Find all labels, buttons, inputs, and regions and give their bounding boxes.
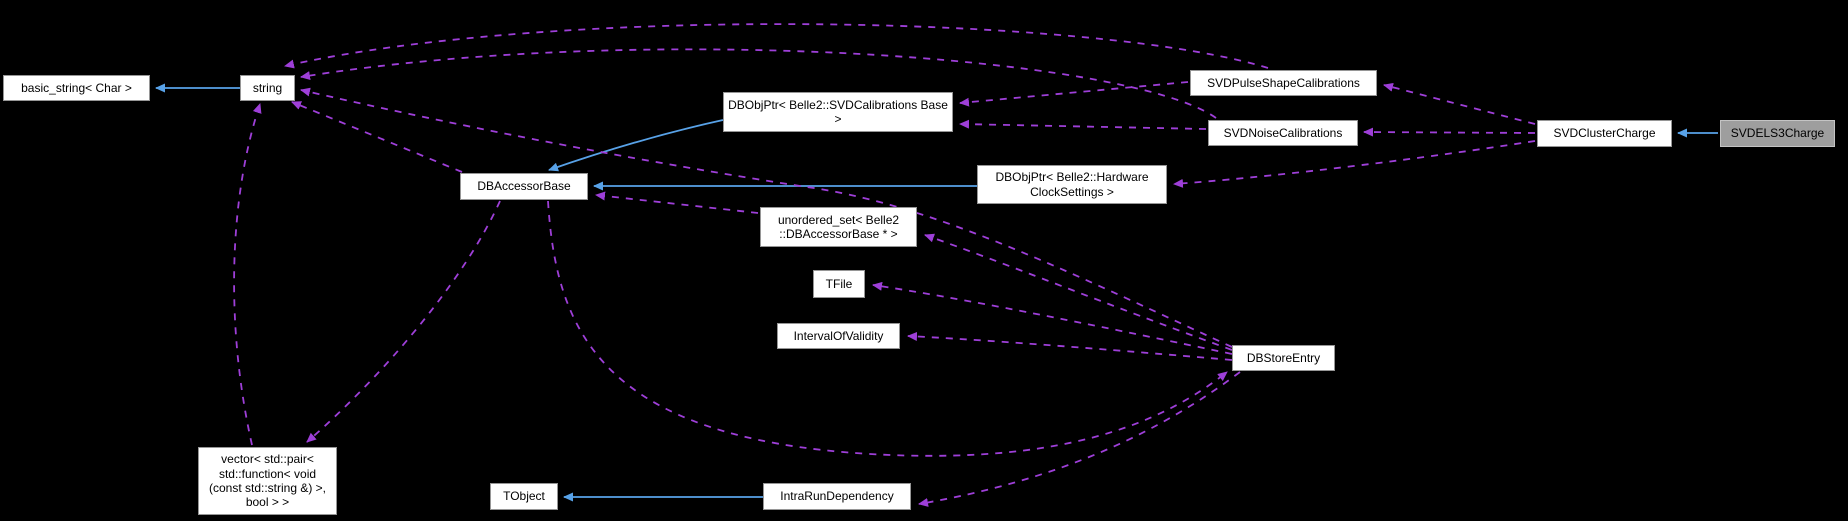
edge-dbstoreentry-to-string (300, 87, 1233, 348)
edge-dbstoreentry-to-intervalofvalidity (907, 331, 1233, 361)
edge-svdclustercharge-to-svdpulseshapecal (1383, 82, 1536, 125)
node-dbobjptr-hardwareclocksettings[interactable]: DBObjPtr< Belle2::Hardware ClockSettings… (977, 165, 1167, 204)
node-intervalofvalidity[interactable]: IntervalOfValidity (777, 323, 900, 349)
node-vector-callbacks[interactable]: vector< std::pair< std::function< void (… (198, 447, 337, 515)
edge-svdclustercharge-to-dbobjptr-hwclock (1173, 140, 1536, 188)
node-tfile[interactable]: TFile (813, 270, 865, 298)
node-string[interactable]: string (240, 75, 295, 101)
edge-svdclustercharge-to-svdnoisecal (1363, 127, 1536, 137)
edge-unordered-set-to-dbaccessorbase (595, 191, 759, 214)
edge-dbobjptr-svdcal-to-dbaccessorbase (548, 119, 724, 172)
edge-svdnoisecal-to-dbobjptr-svdcal (959, 119, 1207, 130)
node-svdels3charge-current: SVDELS3Charge (1720, 120, 1835, 147)
edge-dbstoreentry-to-intrarundependency (918, 371, 1241, 507)
edge-svdpulseshapecal-to-dbobjptr-svdcal (959, 81, 1189, 107)
edge-dbstoreentry-to-tfile (872, 281, 1233, 355)
node-unordered-set-dbaccessorbase[interactable]: unordered_set< Belle2 ::DBAccessorBase *… (760, 207, 917, 247)
edge-dbaccessorbase-to-vector (306, 200, 501, 443)
edge-svdpulseshapecal-to-string (284, 23, 1269, 69)
edge-svdnoisecal-to-string (300, 48, 1217, 119)
edge-dbaccessorbase-to-string (291, 101, 463, 173)
node-intrarundependency[interactable]: IntraRunDependency (763, 483, 911, 510)
edge-dbstoreentry-to-unordered-set (924, 233, 1233, 351)
node-dbstoreentry[interactable]: DBStoreEntry (1232, 345, 1335, 371)
node-dbaccessorbase[interactable]: DBAccessorBase (460, 173, 588, 200)
node-dbobjptr-svdcalibrationsbase[interactable]: DBObjPtr< Belle2::SVDCalibrations Base > (723, 92, 953, 132)
node-tobject[interactable]: TObject (490, 483, 558, 510)
edge-vector-to-string (233, 103, 262, 446)
node-svdnoisecalibrations[interactable]: SVDNoiseCalibrations (1208, 120, 1358, 146)
node-svdclustercharge[interactable]: SVDClusterCharge (1537, 120, 1672, 147)
node-basic-string[interactable]: basic_string< Char > (3, 75, 150, 101)
node-svdpulseshapecalibrations[interactable]: SVDPulseShapeCalibrations (1190, 70, 1377, 96)
